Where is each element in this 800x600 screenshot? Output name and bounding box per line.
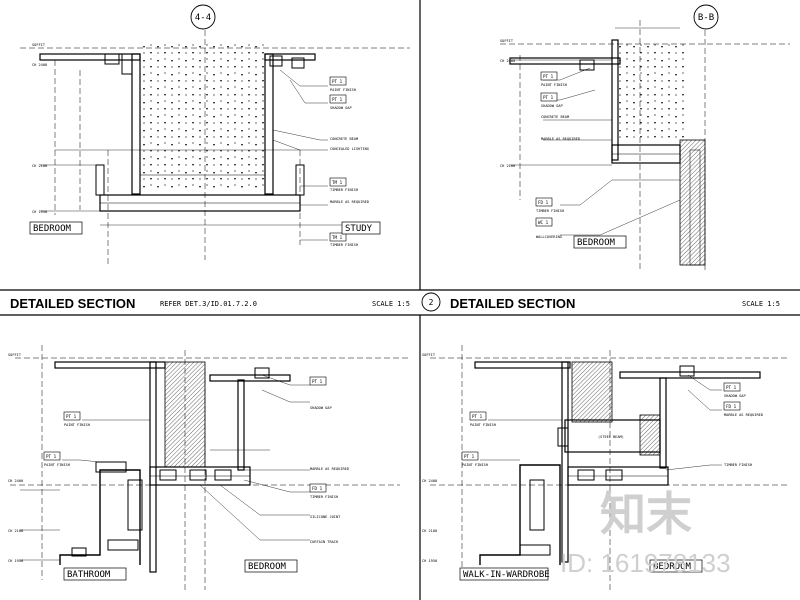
level-label: CH 2100: [32, 164, 47, 168]
note-label: CONCEALED LIGHTING: [330, 147, 369, 151]
drawing-number: 2: [429, 298, 434, 307]
watermark: 知末 ID: 161978133: [560, 488, 731, 578]
finish-code: PT 1: [543, 95, 554, 100]
note-label: TIMBER FINISH: [536, 209, 564, 213]
note-label: MARBLE AS REQUIRED: [724, 413, 763, 417]
finish-code: PT 1: [726, 385, 737, 390]
panel-bottom-right: (STEEL BEAM) SOFFIT CH 2400 CH 2100 CH 1…: [422, 345, 790, 590]
title-bar: DETAILED SECTION REFER DET.3/ID.01.7.2.0…: [10, 292, 780, 312]
level-label: SOFFIT: [422, 353, 436, 357]
finish-code: PT 1: [472, 414, 483, 419]
note-label: TIMBER FINISH: [310, 495, 338, 499]
level-label: SOFFIT: [32, 43, 46, 47]
room-label: WALK-IN-WARDROBE: [463, 570, 550, 580]
finish-code: TM 1: [332, 235, 343, 240]
note-label: MARBLE AS REQUIRED: [330, 200, 369, 204]
panel-top-left: 4-4 SOFFIT CH 2400 CH 2100 CH 1950 PT 1 …: [20, 4, 410, 265]
note-label: CONCRETE BEAM: [541, 115, 570, 119]
note-label: WALLCOVERING: [536, 235, 562, 239]
watermark-id: ID: 161978133: [560, 548, 731, 578]
room-label: STUDY: [345, 224, 373, 234]
level-label: SOFFIT: [500, 39, 514, 43]
note-label: TIMBER FINISH: [330, 243, 358, 247]
watermark-brand: 知末: [600, 488, 692, 540]
finish-code: FD 1: [538, 200, 549, 205]
level-label: SOFFIT: [8, 353, 22, 357]
section-tag: 4-4: [195, 13, 211, 23]
level-label: CH 2400: [500, 59, 515, 63]
finish-code: PT 1: [332, 79, 343, 84]
finish-code: PT 1: [464, 454, 475, 459]
room-label: BEDROOM: [248, 562, 287, 572]
note-label: PAINT FINISH: [330, 88, 356, 92]
section-title: DETAILED SECTION: [10, 296, 135, 311]
note-label: MARBLE AS REQUIRED: [541, 137, 580, 141]
note-label: SHADOW GAP: [541, 104, 563, 108]
note-label: PAINT FINISH: [64, 423, 90, 427]
finish-code: FD 1: [312, 486, 323, 491]
level-label: CH 2400: [422, 479, 437, 483]
note-label: SILICONE JOINT: [310, 515, 341, 519]
reference-note: REFER DET.3/ID.01.7.2.0: [160, 300, 257, 308]
note-label: PAINT FINISH: [44, 463, 70, 467]
finish-code: PT 1: [46, 454, 57, 459]
finish-code: TM 1: [332, 180, 343, 185]
level-label: CH 1950: [8, 559, 23, 563]
level-label: CH 2400: [32, 63, 47, 67]
room-label: BEDROOM: [577, 238, 616, 248]
note-label: MARBLE AS REQUIRED: [310, 467, 349, 471]
finish-code: PT 1: [312, 379, 323, 384]
section-title: DETAILED SECTION: [450, 296, 575, 311]
level-label: CH 1950: [32, 210, 47, 214]
level-label: CH 2100: [8, 529, 23, 533]
note-label: PAINT FINISH: [470, 423, 496, 427]
finish-code: WC 1: [538, 220, 549, 225]
scale-label: SCALE 1:5: [742, 300, 780, 308]
note-label: CURTAIN TRACK: [310, 540, 339, 544]
room-label: BEDROOM: [653, 562, 692, 572]
section-tag: B-B: [698, 13, 714, 23]
finish-code: PT 1: [332, 97, 343, 102]
level-label: CH 2400: [8, 479, 23, 483]
finish-code: PT 1: [543, 74, 554, 79]
level-label: CH 1950: [422, 559, 437, 563]
room-label: BEDROOM: [33, 224, 72, 234]
scale-label: SCALE 1:5: [372, 300, 410, 308]
note-label: SHADOW GAP: [330, 106, 352, 110]
note-label: CONCRETE BEAM: [330, 137, 359, 141]
note-label: SHADOW GAP: [724, 394, 746, 398]
note-label: PAINT FINISH: [462, 463, 488, 467]
panel-bottom-left: SOFFIT CH 2400 CH 2100 CH 1950 PT 1 PT 1…: [8, 345, 410, 590]
note-label: TIMBER FINISH: [724, 463, 752, 467]
panel-top-right: B-B SOFFIT CH 2400 CH 2100 PT 1 PT 1 FD …: [500, 4, 790, 270]
room-label: BATHROOM: [67, 570, 111, 580]
note-label: TIMBER FINISH: [330, 188, 358, 192]
level-label: CH 2100: [422, 529, 437, 533]
note-label: PAINT FINISH: [541, 83, 567, 87]
finish-code: PT 1: [66, 414, 77, 419]
finish-code: FD 1: [726, 404, 737, 409]
note-label: (STEEL BEAM): [598, 435, 624, 439]
level-label: CH 2100: [500, 164, 515, 168]
note-label: SHADOW GAP: [310, 406, 332, 410]
